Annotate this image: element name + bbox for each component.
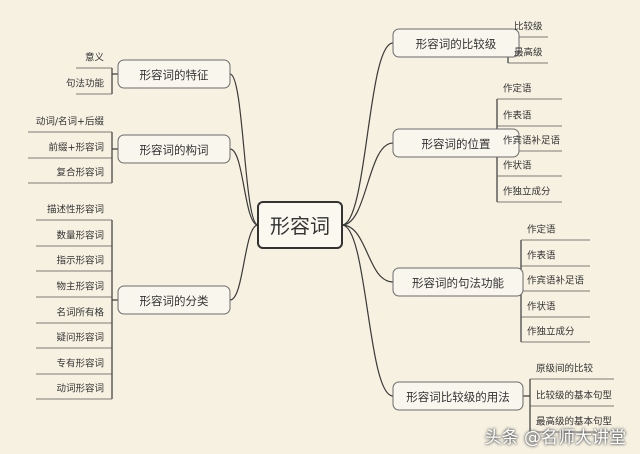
leaf-label-right-2-4: 作独立成分 xyxy=(527,326,575,338)
leaf-label-left-0-1: 句法功能 xyxy=(66,78,105,90)
branch-label-right-1: 形容词的位置 xyxy=(422,137,491,151)
branch-label-right-2: 形容词的句法功能 xyxy=(412,276,504,290)
branch-label-left-0: 形容词的特征 xyxy=(140,68,209,82)
leaf-label-left-2-5: 疑问形容词 xyxy=(56,332,104,344)
center-node-box xyxy=(257,201,343,249)
connector-lines xyxy=(28,36,614,433)
branch-line-right-2 xyxy=(341,224,394,283)
branch-box-right-3 xyxy=(392,381,524,411)
center-node-label: 形容词 xyxy=(270,214,330,238)
leaf-label-left-0-0: 意义 xyxy=(85,52,105,64)
leaf-label-right-0-1: 最高级 xyxy=(514,47,543,59)
branch-box-left-2 xyxy=(117,285,231,315)
leaf-label-right-1-2: 作宾语补足语 xyxy=(503,135,561,147)
branch-box-left-0 xyxy=(117,59,231,89)
leaf-label-right-3-1: 比较级的基本句型 xyxy=(536,390,613,402)
branch-line-right-1 xyxy=(341,142,394,226)
branch-box-right-1 xyxy=(392,128,520,158)
leaf-label-right-2-2: 作宾语补足语 xyxy=(527,275,585,287)
leaf-label-right-0-0: 比较级 xyxy=(514,21,543,33)
leaf-label-right-1-1: 作表语 xyxy=(503,110,532,122)
leaf-label-right-2-3: 作状语 xyxy=(527,301,556,313)
leaf-label-left-2-6: 专有形容词 xyxy=(56,358,104,370)
branch-box-left-1 xyxy=(117,134,231,164)
leaf-label-left-2-7: 动词形容词 xyxy=(56,383,104,395)
leaf-label-left-1-0: 动词/名词+后缀 xyxy=(36,116,105,128)
leaf-label-left-2-2: 指示形容词 xyxy=(56,255,104,267)
leaf-label-right-1-4: 作独立成分 xyxy=(503,186,551,198)
branch-box-right-2 xyxy=(392,267,524,297)
branch-line-left-1 xyxy=(229,148,259,226)
leaf-label-left-2-3: 物主形容词 xyxy=(56,281,104,293)
leaf-label-left-2-4: 名词所有格 xyxy=(56,307,104,319)
branch-box-right-0 xyxy=(392,28,520,58)
leaf-label-left-1-1: 前缀+形容词 xyxy=(49,142,104,154)
leaf-label-left-1-2: 复合形容词 xyxy=(56,167,104,179)
branch-label-right-0: 形容词的比较级 xyxy=(416,37,497,51)
leaf-label-right-1-3: 作状语 xyxy=(503,160,532,172)
branch-line-right-3 xyxy=(341,224,394,397)
branch-line-left-0 xyxy=(229,73,259,226)
leaf-label-right-1-0: 作定语 xyxy=(503,83,532,95)
leaf-label-left-2-0: 描述性形容词 xyxy=(47,204,104,216)
branch-label-right-3: 形容词比较级的用法 xyxy=(406,390,510,404)
branch-label-left-1: 形容词的构词 xyxy=(140,143,209,157)
branch-line-right-0 xyxy=(341,42,394,226)
leaf-label-right-2-0: 作定语 xyxy=(527,224,556,236)
leaf-label-right-2-1: 作表语 xyxy=(527,250,556,262)
leaf-label-left-2-1: 数量形容词 xyxy=(56,230,104,242)
branch-line-left-2 xyxy=(229,224,259,301)
branch-label-left-2: 形容词的分类 xyxy=(140,294,209,308)
leaf-label-right-3-2: 最高级的基本句型 xyxy=(536,416,613,428)
watermark: 头条 @名师大讲堂 xyxy=(484,428,626,448)
leaf-label-right-3-0: 原级间的比较 xyxy=(536,363,594,375)
